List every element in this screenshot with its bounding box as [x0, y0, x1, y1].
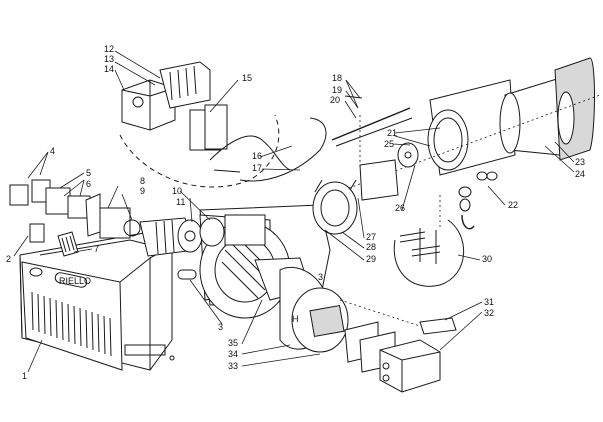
control-components: [9, 179, 101, 257]
callout-31: 31: [484, 297, 494, 307]
callout-21: 21: [387, 128, 397, 138]
cables: [209, 117, 327, 182]
callout-1: 1: [22, 371, 27, 381]
callout-20: 20: [330, 95, 340, 105]
callout-22: 22: [508, 200, 518, 210]
flange-gasket: [312, 179, 358, 235]
pump-motor-assembly: [99, 207, 203, 280]
control-box-assembly: [119, 61, 280, 188]
blast-tube-assembly: [329, 57, 601, 201]
callout-33: 33: [228, 361, 238, 371]
callout-30: 30: [482, 254, 492, 264]
callout-23: 23: [575, 157, 585, 167]
callout-13: 13: [104, 54, 114, 64]
callout-29: 29: [366, 254, 376, 264]
callout-18: 18: [332, 73, 342, 83]
cover-badge: RIELLO: [59, 276, 91, 286]
callout-14: 14: [104, 64, 114, 74]
burner-cover: RIELLO: [19, 231, 175, 371]
ignition-electrodes: [331, 95, 413, 170]
callout-5: 5: [86, 168, 91, 178]
callout-12: 12: [104, 44, 114, 54]
callout-26: 26: [395, 203, 405, 213]
callout-2: 2: [6, 254, 11, 264]
fan-housing: H 3: [199, 204, 349, 353]
callout-24: 24: [575, 169, 585, 179]
ignition-transformer: [339, 299, 457, 393]
callout-19: 19: [332, 85, 342, 95]
callout-8: 8: [140, 176, 145, 186]
callout-labels: 1 2 3 4 5 6 7 8 9 10 11 12 13 14 15 16 1…: [6, 44, 585, 381]
svg-text:H: H: [292, 314, 299, 324]
electrode-detail-circle: [393, 195, 464, 287]
callout-9: 9: [140, 186, 145, 196]
callout-6: 6: [86, 179, 91, 189]
callout-7: 7: [94, 244, 99, 254]
callout-34: 34: [228, 349, 238, 359]
callout-4: 4: [50, 146, 55, 156]
callout-32: 32: [484, 308, 494, 318]
callout-10: 10: [172, 186, 182, 196]
callout-15: 15: [242, 73, 252, 83]
callout-28: 28: [366, 242, 376, 252]
svg-text:3: 3: [318, 272, 323, 282]
callout-27: 27: [366, 232, 376, 242]
nozzle-parts: [458, 171, 498, 230]
callout-25: 25: [384, 139, 394, 149]
leader-lines: [13, 50, 575, 373]
callout-17: 17: [252, 163, 262, 173]
callout-35: 35: [228, 338, 238, 348]
callout-11: 11: [176, 197, 185, 207]
callout-16: 16: [252, 151, 262, 161]
callout-3: 3: [218, 322, 223, 332]
